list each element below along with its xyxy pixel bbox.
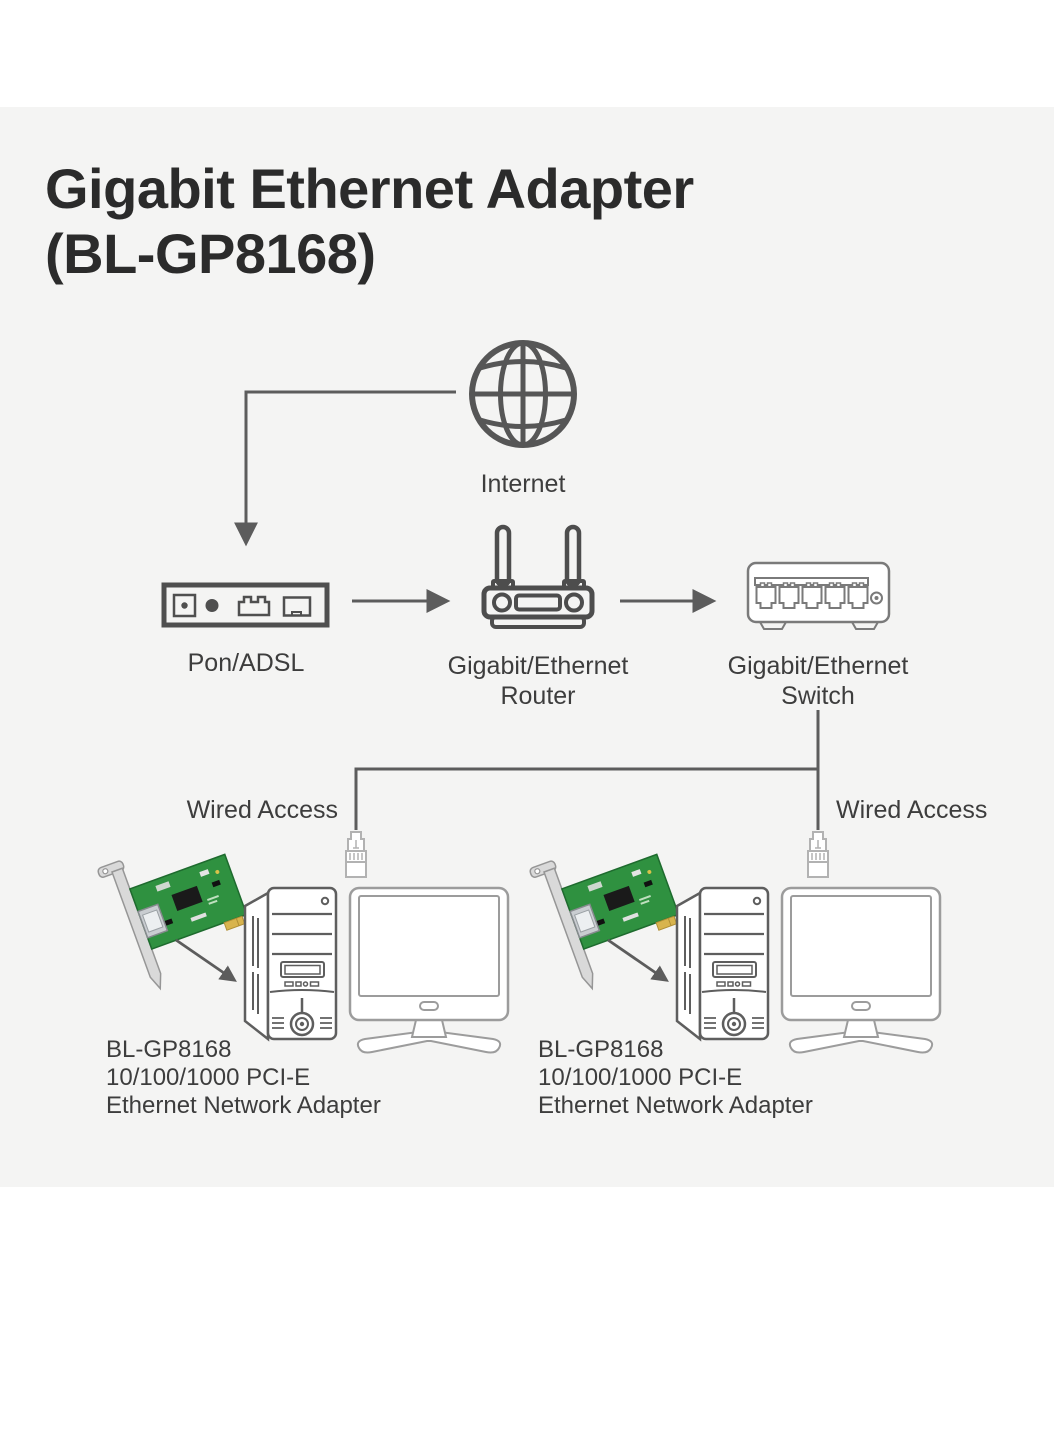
card-to-pc-arrow-left (175, 938, 237, 982)
tower-pc-icon-right (675, 886, 770, 1041)
adapter-left-type: Ethernet Network Adapter (106, 1092, 381, 1119)
router-label: Gigabit/Ethernet Router (438, 651, 638, 711)
ethernet-plug-icon-right (807, 831, 829, 878)
switch-label-line2: Switch (781, 682, 855, 710)
router-label-line1: Gigabit/Ethernet (447, 652, 629, 680)
monitor-icon-right (780, 886, 942, 1054)
pcie-card-image-right (528, 825, 694, 996)
ethernet-plug-icon-left (345, 831, 367, 878)
internet-globe-icon (469, 340, 577, 448)
router-label-line2: Router (500, 682, 576, 710)
page-title-line2: (BL-GP8168) (45, 222, 376, 285)
adapter-right-model: BL-GP8168 (538, 1036, 664, 1063)
switch-icon (746, 561, 891, 630)
wired-access-label-right: Wired Access (836, 796, 988, 824)
internet-label: Internet (480, 470, 566, 498)
adapter-left-model: BL-GP8168 (106, 1036, 232, 1063)
page-title-line1: Gigabit Ethernet Adapter (45, 157, 694, 220)
adapter-caption-right: BL-GP8168 10/100/1000 PCI-E Ethernet Net… (538, 1036, 868, 1120)
pcie-card-image-left (96, 825, 262, 996)
card-to-pc-arrow-right (607, 938, 669, 982)
page-title: Gigabit Ethernet Adapter (BL-GP8168) (45, 156, 945, 286)
switch-label: Gigabit/Ethernet Switch (718, 651, 918, 711)
connection-lines (234, 390, 820, 830)
adapter-right-speed: 10/100/1000 PCI-E (538, 1064, 743, 1091)
wired-access-label-left: Wired Access (186, 796, 338, 824)
internet-to-modem-arrow (234, 390, 456, 547)
adapter-caption-left: BL-GP8168 10/100/1000 PCI-E Ethernet Net… (106, 1036, 436, 1120)
junction-line (354, 767, 818, 830)
adapter-right-type: Ethernet Network Adapter (538, 1092, 813, 1119)
modem-icon (161, 582, 330, 628)
router-icon (481, 524, 595, 629)
modem-label: Pon/ADSL (187, 649, 305, 677)
adapter-left-speed: 10/100/1000 PCI-E (106, 1064, 311, 1091)
switch-label-line1: Gigabit/Ethernet (727, 652, 909, 680)
monitor-icon-left (348, 886, 510, 1054)
tower-pc-icon-left (243, 886, 338, 1041)
